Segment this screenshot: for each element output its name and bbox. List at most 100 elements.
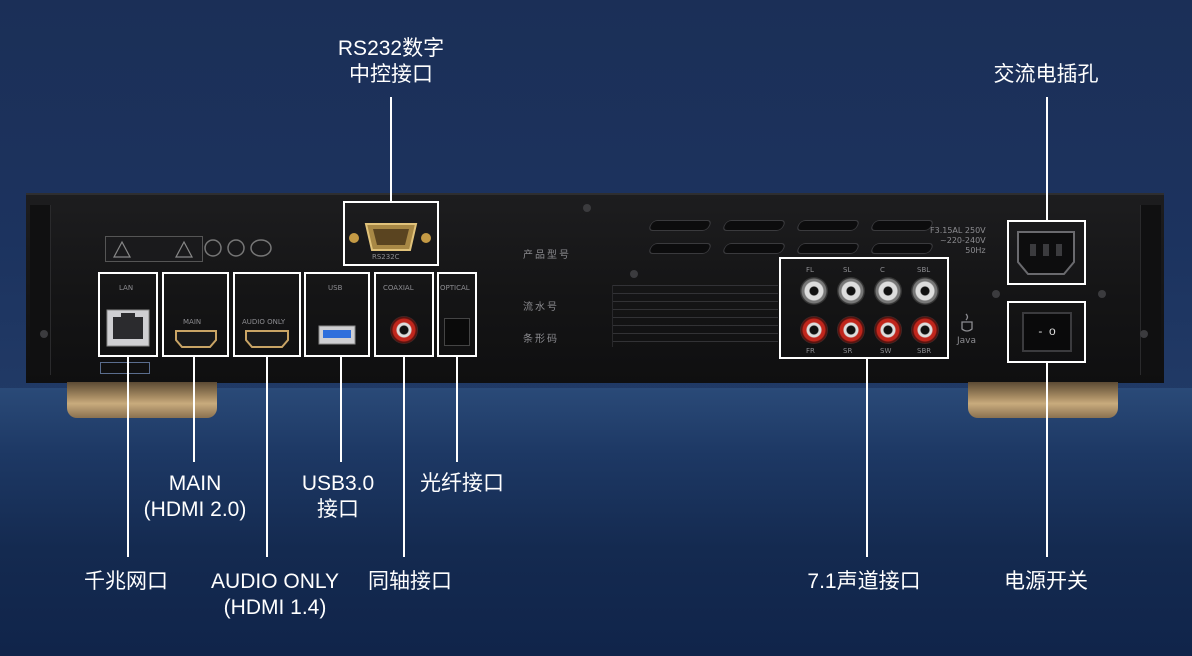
screw bbox=[630, 270, 638, 278]
device-foot-right bbox=[968, 382, 1118, 418]
trademark-fine-print bbox=[612, 285, 778, 347]
java-cup-icon bbox=[961, 313, 973, 332]
vent-slot bbox=[647, 220, 713, 231]
main-panel-text: MAIN bbox=[183, 318, 202, 326]
rs232-label-line1: RS232数字 bbox=[337, 37, 445, 60]
rca-label-sr: SR bbox=[843, 347, 853, 355]
power-rating-text: F3.15AL 250V ~220-240V 50Hz bbox=[930, 226, 986, 255]
channel71-callout-line bbox=[866, 359, 868, 557]
main-hdmi-highlight-box bbox=[162, 272, 229, 357]
serial-number-text: 流水号 bbox=[523, 302, 559, 313]
coaxial-callout-line bbox=[403, 357, 405, 557]
vent-slot bbox=[721, 220, 787, 231]
hdmi-port-icon-audio-only bbox=[245, 330, 289, 348]
screw bbox=[1098, 290, 1106, 298]
channel71-label: 7.1声道接口 bbox=[807, 570, 921, 593]
power-switch-highlight-box bbox=[1007, 301, 1086, 363]
rca-label-sw: SW bbox=[880, 347, 892, 355]
usb3-port-icon bbox=[318, 325, 356, 345]
usb-highlight-box bbox=[304, 272, 370, 357]
rca-jack-fl bbox=[800, 277, 828, 305]
device-rear-panel bbox=[26, 193, 1164, 383]
screw bbox=[992, 290, 1000, 298]
audio-only-hdmi-highlight-box bbox=[233, 272, 301, 357]
rca-jack-sbr bbox=[911, 316, 939, 344]
optical-highlight-box bbox=[437, 272, 477, 357]
coaxial-rca-jack bbox=[390, 316, 418, 344]
usb-label: USB3.0 接口 bbox=[290, 471, 386, 523]
certification-icons bbox=[204, 239, 272, 257]
background-floor bbox=[0, 388, 1192, 656]
device-left-bracket bbox=[30, 205, 51, 375]
usb-label-line1: USB3.0 bbox=[301, 472, 375, 495]
audio-only-label-line2: (HDMI 1.4) bbox=[223, 596, 327, 619]
lan-highlight-box bbox=[98, 272, 158, 357]
iec-power-socket-icon bbox=[1017, 231, 1075, 275]
audio-only-label: AUDIO ONLY (HDMI 1.4) bbox=[200, 569, 350, 621]
rca-jack-sw bbox=[874, 316, 902, 344]
lan-callout-line bbox=[127, 357, 129, 557]
ac-socket-highlight-box bbox=[1007, 220, 1086, 285]
warning-label bbox=[105, 236, 203, 262]
rs232-label: RS232数字 中控接口 bbox=[330, 36, 452, 88]
rs232-callout-line bbox=[390, 97, 392, 201]
lan-sticker bbox=[100, 362, 150, 374]
audio-only-panel-text: AUDIO ONLY bbox=[242, 318, 286, 326]
warning-triangle-icon bbox=[113, 240, 193, 258]
optical-panel-text: OPTICAL bbox=[440, 284, 470, 292]
rs232-label-line2: 中控接口 bbox=[349, 63, 433, 86]
screw bbox=[1140, 330, 1148, 338]
rca-jack-fr bbox=[800, 316, 828, 344]
main-callout-line bbox=[193, 357, 195, 462]
audio-only-label-line1: AUDIO ONLY bbox=[211, 570, 339, 593]
hdmi-port-icon-main bbox=[175, 330, 217, 348]
barcode-text: 条形码 bbox=[523, 334, 559, 345]
coaxial-highlight-box bbox=[374, 272, 434, 357]
rca-label-fr: FR bbox=[806, 347, 815, 355]
rca-label-fl: FL bbox=[806, 266, 814, 274]
power-rocker-switch[interactable]: - o bbox=[1022, 312, 1072, 352]
rca-jack-sl bbox=[837, 277, 865, 305]
rs232-highlight-box bbox=[343, 201, 439, 266]
ethernet-port-icon bbox=[106, 309, 150, 347]
ac-socket-label: 交流电插孔 bbox=[993, 63, 1099, 86]
vent-slot bbox=[721, 243, 787, 254]
device-right-bracket bbox=[1140, 205, 1161, 375]
device-foot-left bbox=[67, 382, 217, 418]
rs232-small-text: RS232C bbox=[372, 253, 400, 261]
ac-socket-callout-line bbox=[1046, 97, 1048, 220]
vent-slot bbox=[869, 220, 935, 231]
optical-callout-line bbox=[456, 357, 458, 462]
rca-jack-c bbox=[874, 277, 902, 305]
lan-panel-text: LAN bbox=[119, 284, 134, 292]
coaxial-label: 同轴接口 bbox=[368, 570, 452, 593]
power-switch-label: 电源开关 bbox=[1004, 570, 1088, 593]
main-label-line1: MAIN bbox=[168, 472, 222, 495]
vent-slot bbox=[795, 220, 861, 231]
optical-toslink-port bbox=[444, 318, 470, 346]
java-logo-text: Java bbox=[957, 336, 977, 346]
rca-label-sl: SL bbox=[843, 266, 852, 274]
rca-jack-sr bbox=[837, 316, 865, 344]
power-switch-callout-line bbox=[1046, 363, 1048, 557]
main-label: MAIN (HDMI 2.0) bbox=[135, 471, 255, 523]
channel71-highlight-box bbox=[779, 257, 949, 359]
audio-only-callout-line bbox=[266, 357, 268, 557]
rs232-db9-port-icon bbox=[349, 223, 431, 251]
rca-label-c: C bbox=[880, 266, 885, 274]
vent-slot bbox=[795, 243, 861, 254]
coaxial-panel-text: COAXIAL bbox=[383, 284, 414, 292]
screw bbox=[40, 330, 48, 338]
product-model-text: 产品型号 bbox=[523, 250, 571, 261]
optical-label: 光纤接口 bbox=[420, 472, 504, 495]
rca-label-sbr: SBR bbox=[917, 347, 932, 355]
rca-label-sbl: SBL bbox=[917, 266, 931, 274]
lan-label: 千兆网口 bbox=[84, 570, 168, 593]
screw bbox=[583, 204, 591, 212]
vent-slot bbox=[647, 243, 713, 254]
main-label-line2: (HDMI 2.0) bbox=[143, 498, 247, 521]
usb-callout-line bbox=[340, 357, 342, 462]
usb-panel-text: USB bbox=[328, 284, 343, 292]
usb-label-line2: 接口 bbox=[317, 498, 359, 521]
rca-jack-sbl bbox=[911, 277, 939, 305]
